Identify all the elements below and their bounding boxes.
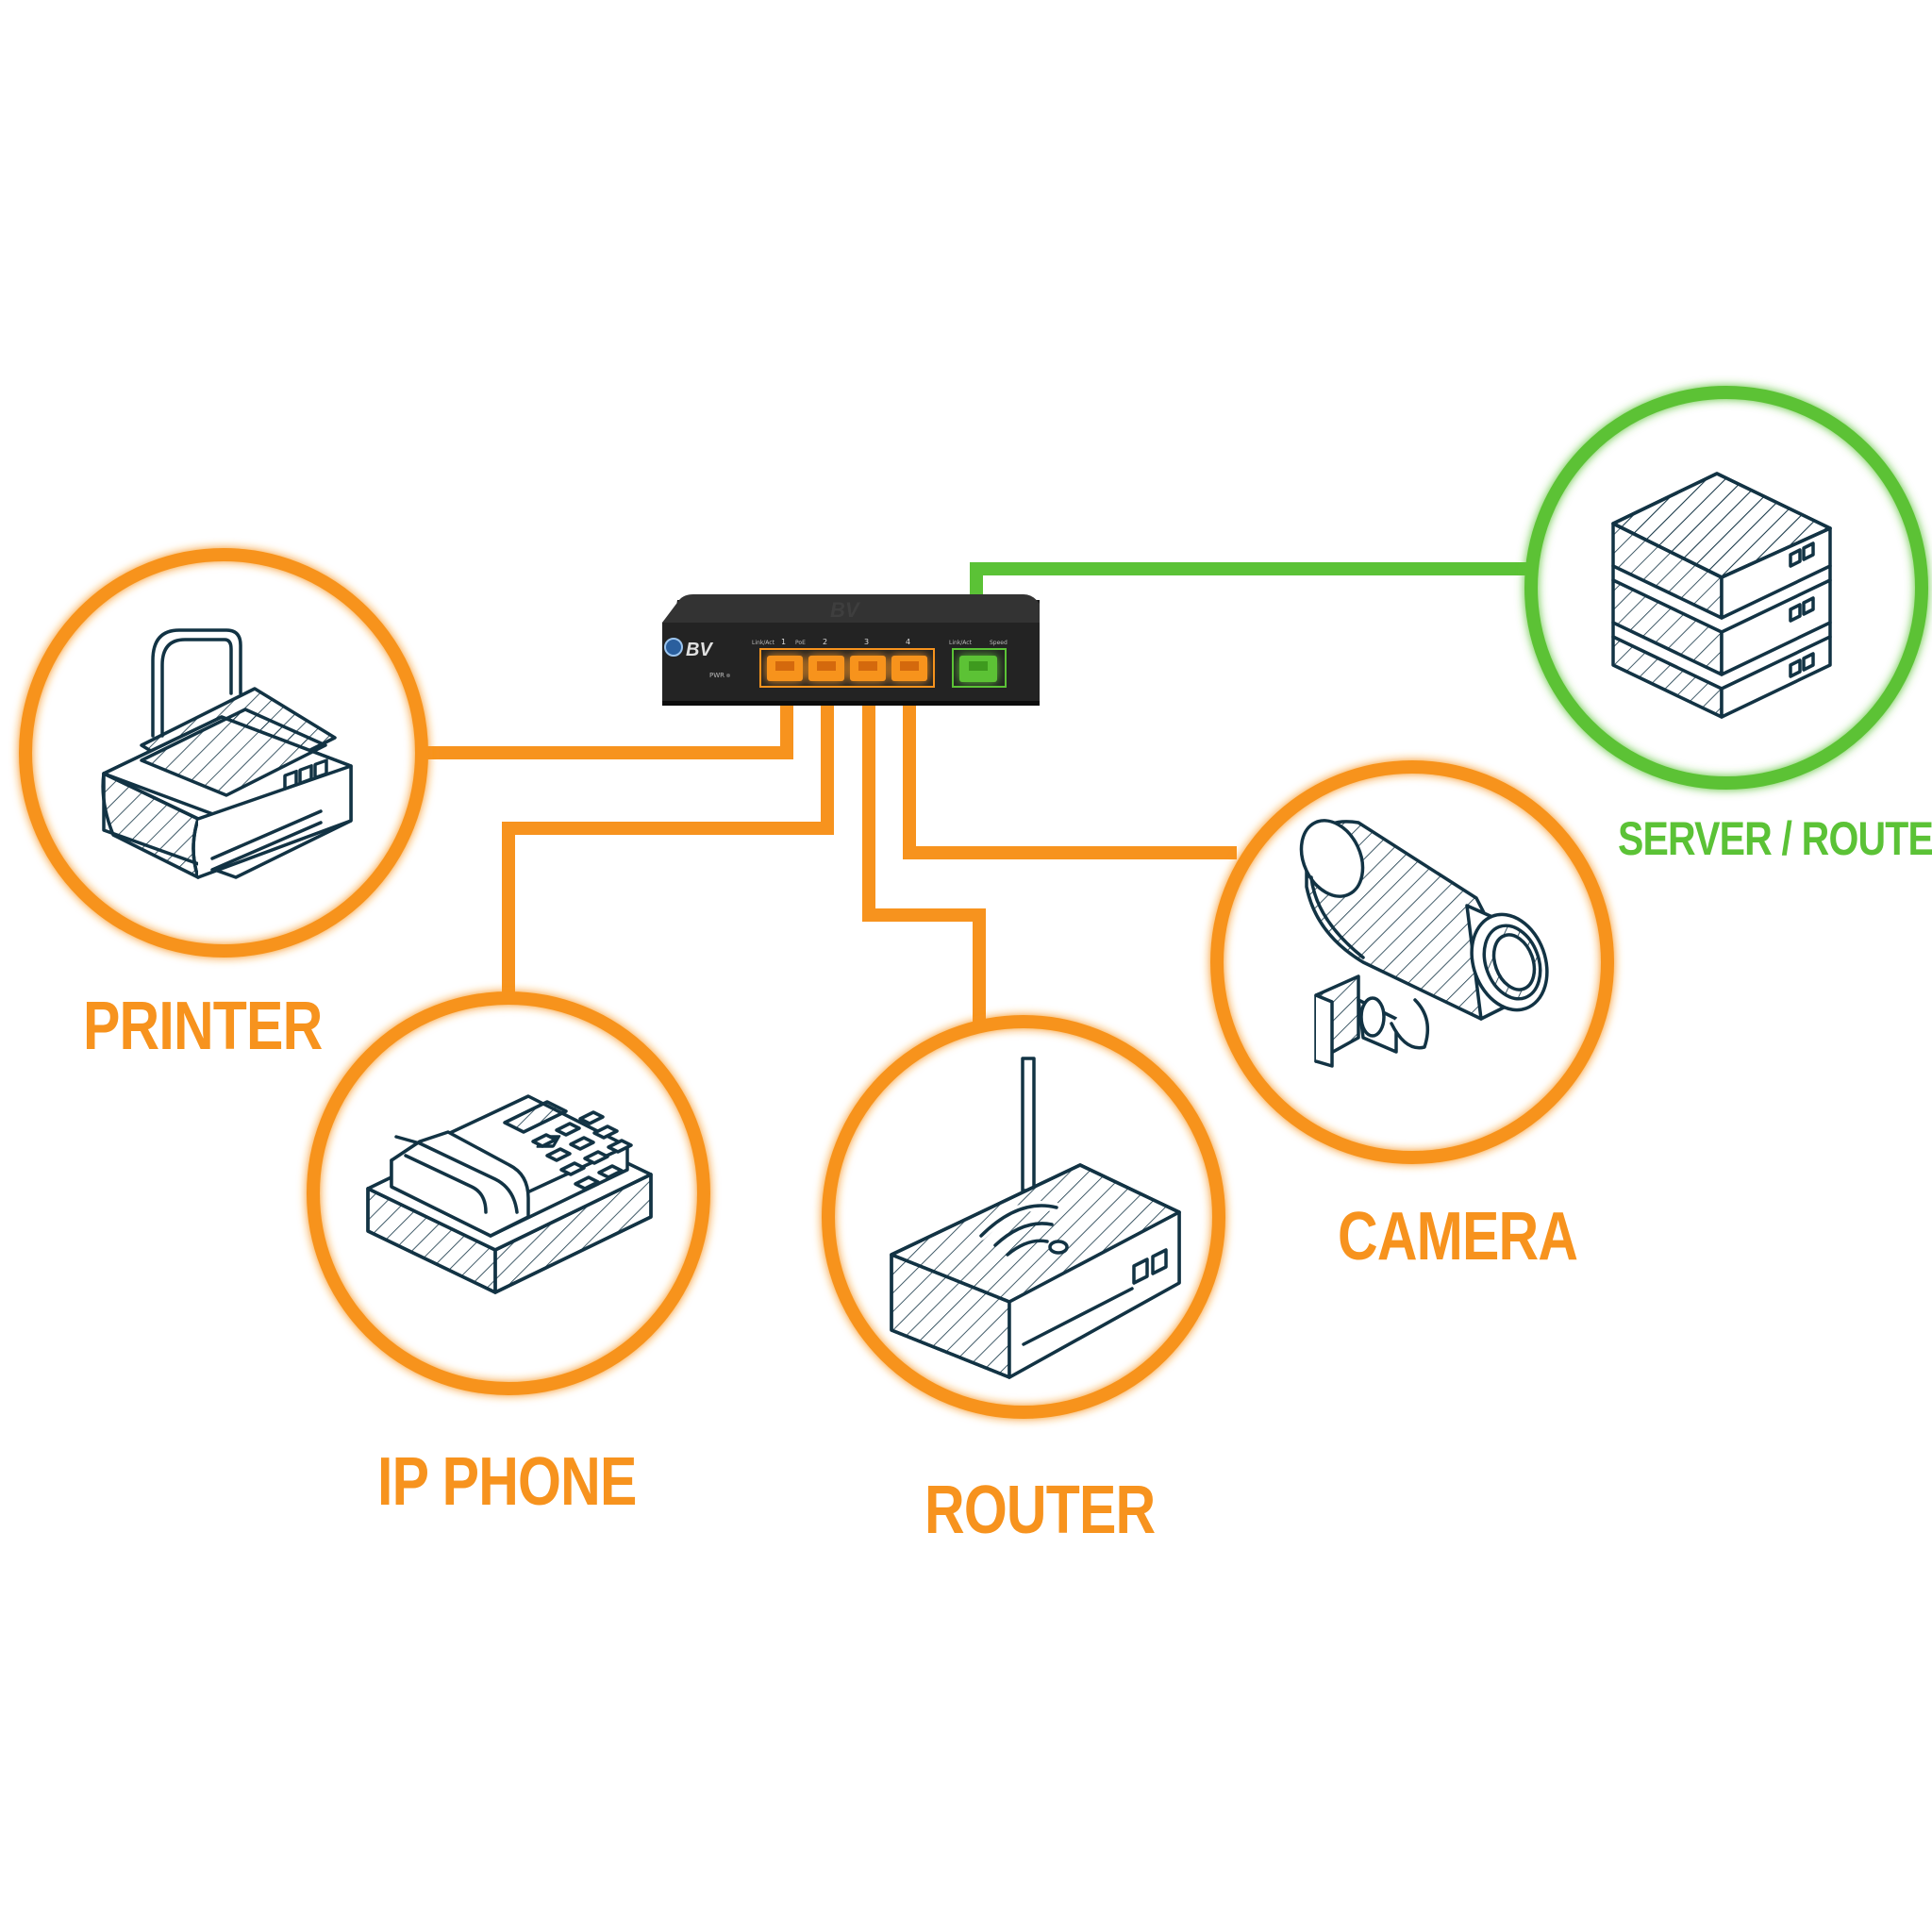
pwr-label: PWR bbox=[709, 672, 724, 679]
server-router-label: SERVER / ROUTER bbox=[1618, 812, 1932, 865]
printer-icon bbox=[101, 628, 353, 879]
camera-label: CAMERA bbox=[1338, 1199, 1578, 1274]
port-label-2: 2 bbox=[823, 638, 827, 646]
camera-circle bbox=[1210, 760, 1614, 1164]
pwr-led bbox=[726, 674, 730, 677]
port-label-3: 3 bbox=[864, 638, 869, 646]
ip-phone-circle bbox=[307, 991, 710, 1395]
uplink-port-frame bbox=[952, 648, 1007, 688]
camera-connection-line bbox=[903, 670, 1237, 859]
poe-label: PoE bbox=[795, 640, 806, 646]
ip-phone-connection-line bbox=[502, 670, 834, 998]
router-icon bbox=[890, 1057, 1181, 1379]
router-circle bbox=[822, 1015, 1225, 1419]
port-label-1: 1 bbox=[781, 638, 786, 646]
server-circle bbox=[1524, 386, 1928, 790]
uplink-link-label: Link/Act bbox=[949, 640, 973, 646]
server-stack-icon bbox=[1611, 472, 1832, 719]
bv-logo-icon bbox=[664, 638, 683, 657]
camera-icon bbox=[1299, 819, 1549, 1068]
poe-port-group-frame bbox=[759, 648, 935, 688]
link-act-label: Link/Act bbox=[752, 640, 775, 646]
ip-phone-label: IP PHONE bbox=[377, 1444, 637, 1520]
printer-circle bbox=[19, 548, 428, 958]
switch-logo: BV bbox=[686, 640, 713, 660]
switch-top-logo: BV bbox=[830, 598, 861, 622]
speed-label: Speed bbox=[990, 640, 1008, 646]
printer-label: PRINTER bbox=[83, 989, 323, 1064]
server-connection-line bbox=[970, 562, 1531, 658]
port-label-4: 4 bbox=[906, 638, 910, 646]
router-connection-line bbox=[862, 670, 986, 1022]
poe-switch: BV BV PWR Link/Act PoE 1 2 3 4 Link/Act … bbox=[662, 594, 1040, 706]
ip-phone-icon bbox=[366, 1094, 653, 1294]
router-label: ROUTER bbox=[924, 1473, 1156, 1548]
